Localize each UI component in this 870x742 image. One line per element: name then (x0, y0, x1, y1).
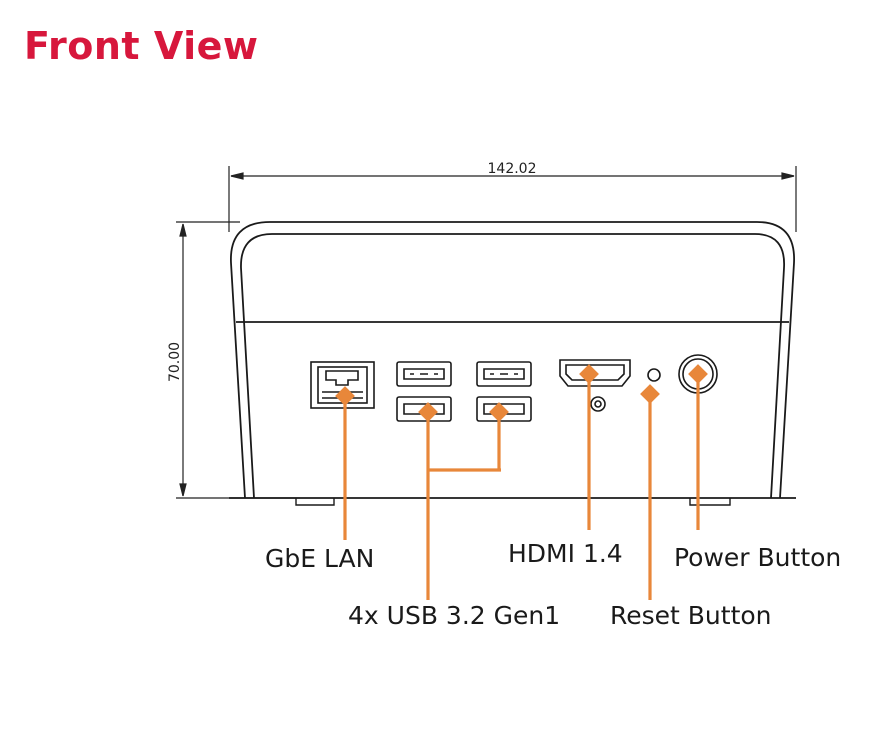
reset-button-hole (647, 368, 661, 382)
height-dimension (176, 221, 300, 499)
lan-marker (335, 386, 355, 406)
callout-usb: 4x USB 3.2 Gen1 (348, 601, 560, 630)
hdmi-port (559, 359, 631, 412)
callout-power: Power Button (674, 543, 841, 572)
height-dimension-label: 70.00 (167, 342, 183, 382)
hdmi-marker (579, 364, 599, 384)
usb-port-3 (396, 396, 452, 422)
device-body (229, 221, 796, 506)
usb-port-4 (476, 396, 532, 422)
callout-hdmi: HDMI 1.4 (508, 539, 623, 568)
usb-port-1 (396, 361, 452, 387)
callout-lan: GbE LAN (265, 544, 374, 573)
callout-reset: Reset Button (610, 601, 772, 630)
power-marker (688, 364, 708, 384)
usb-marker-left (418, 402, 438, 422)
usb-port-2 (476, 361, 532, 387)
width-dimension-label: 142.02 (488, 161, 537, 177)
reset-marker (640, 384, 660, 404)
usb-marker-right (489, 402, 509, 422)
page-title: Front View (24, 24, 259, 68)
width-dimension (228, 166, 797, 232)
